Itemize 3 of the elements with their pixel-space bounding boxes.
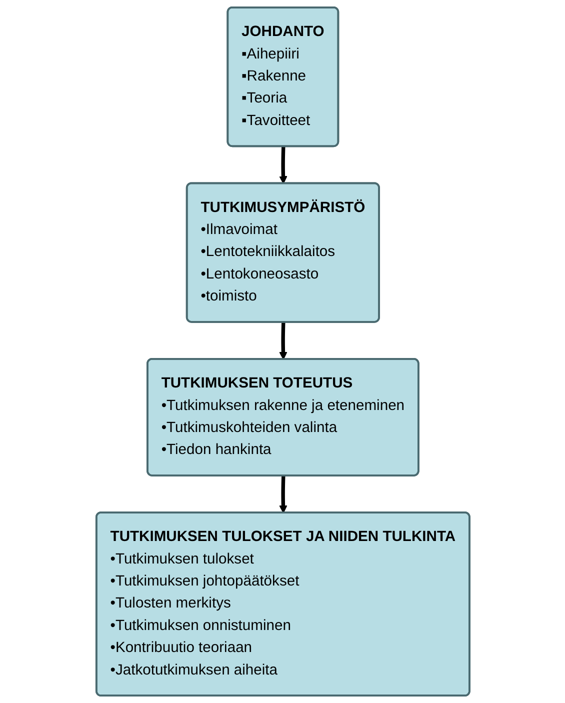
arrow [278,476,287,514]
arrow [278,146,287,184]
arrow [278,322,287,360]
